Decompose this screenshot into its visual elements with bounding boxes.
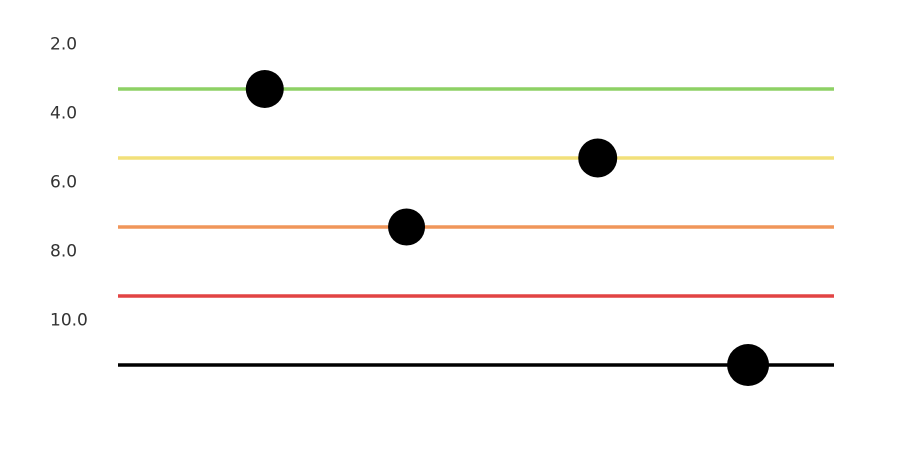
data-point	[388, 208, 426, 246]
y-axis-tick-labels: 2.0 4.0 6.0 8.0 10.0	[50, 35, 88, 331]
data-point	[727, 344, 770, 386]
y-tick-label: 8.0	[50, 242, 77, 262]
reference-lines	[118, 87, 834, 367]
y-tick-label: 4.0	[50, 104, 77, 124]
y-tick-label: 6.0	[50, 173, 77, 193]
data-point	[245, 70, 284, 108]
y-tick-label: 10.0	[50, 311, 88, 331]
data-point	[578, 138, 618, 178]
data-points	[245, 70, 770, 386]
y-tick-label: 2.0	[50, 35, 77, 55]
